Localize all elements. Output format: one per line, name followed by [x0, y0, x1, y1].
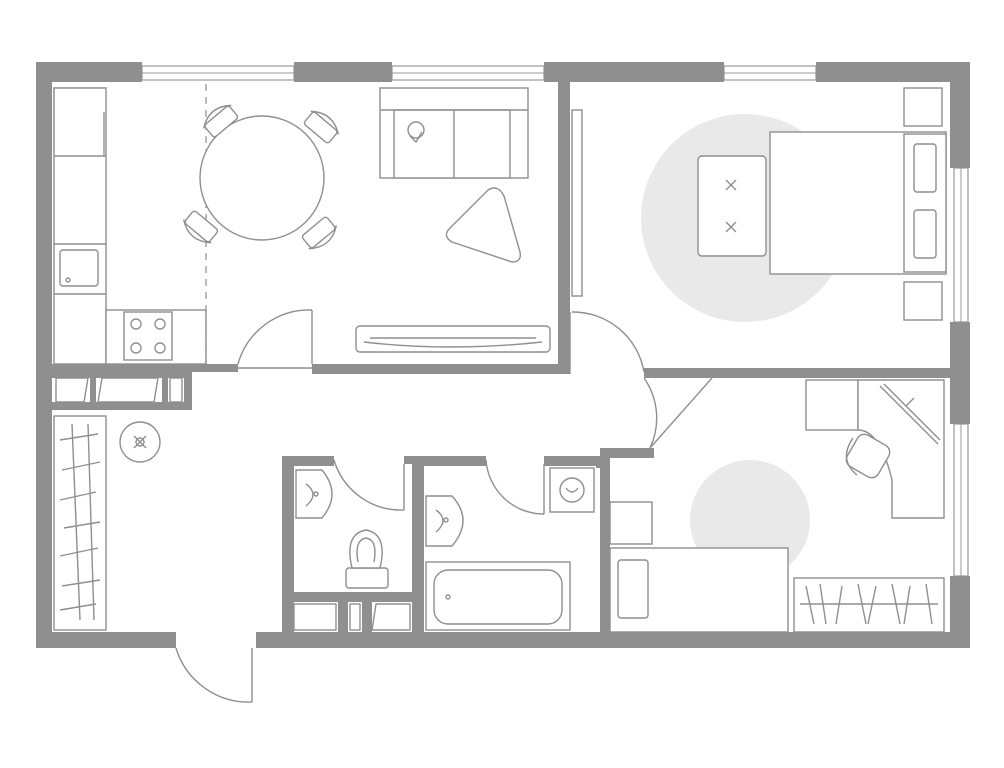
- single-bed: [609, 547, 789, 633]
- coffee-table: [445, 187, 522, 263]
- nightstand-bottom: [903, 281, 943, 321]
- sofa-icon: [379, 87, 529, 179]
- children-wardrobe: [793, 577, 945, 633]
- sliding-wall-panel: [571, 109, 583, 297]
- toilet-room: [293, 469, 411, 631]
- sink-icon: [59, 249, 99, 287]
- tv-unit: [355, 325, 551, 353]
- shelf-cube: [609, 501, 653, 545]
- dining: [182, 104, 340, 250]
- children-room: [609, 379, 945, 633]
- toilet-shelf-2: [349, 603, 361, 631]
- storage: [55, 377, 183, 403]
- exterior-walls: [36, 62, 970, 648]
- ceiling-lamp-icon: [119, 421, 161, 463]
- living: [355, 87, 583, 353]
- kitchen: [53, 84, 207, 365]
- kitchen-counter: [53, 87, 107, 365]
- sink-icon-toilet: [295, 469, 333, 519]
- bedroom-bench: [697, 155, 767, 257]
- desk-icon: [805, 379, 945, 519]
- bathtub-icon: [425, 561, 571, 631]
- hallway: [53, 415, 161, 631]
- wardrobe-icon: [53, 415, 107, 631]
- storage-shelf-3: [169, 377, 183, 403]
- toilet-shelf-3: [371, 603, 411, 631]
- storage-shelf-2: [97, 377, 159, 403]
- washing-machine-icon: [549, 467, 595, 513]
- dining-table: [199, 115, 325, 241]
- bathroom-sink: [425, 495, 464, 547]
- stove-icon: [123, 311, 173, 361]
- nightstand-top: [903, 87, 943, 127]
- toilet-shelf-1: [293, 603, 337, 631]
- bed-icon: [769, 131, 947, 275]
- storage-shelf-1: [55, 377, 89, 403]
- interior-walls: [52, 82, 950, 632]
- desk-chair: [845, 433, 891, 479]
- bedroom: [697, 87, 947, 321]
- dining-chair-icon: [182, 104, 340, 250]
- toilet-icon: [345, 529, 389, 589]
- doors: [175, 309, 713, 703]
- bathroom: [425, 467, 595, 631]
